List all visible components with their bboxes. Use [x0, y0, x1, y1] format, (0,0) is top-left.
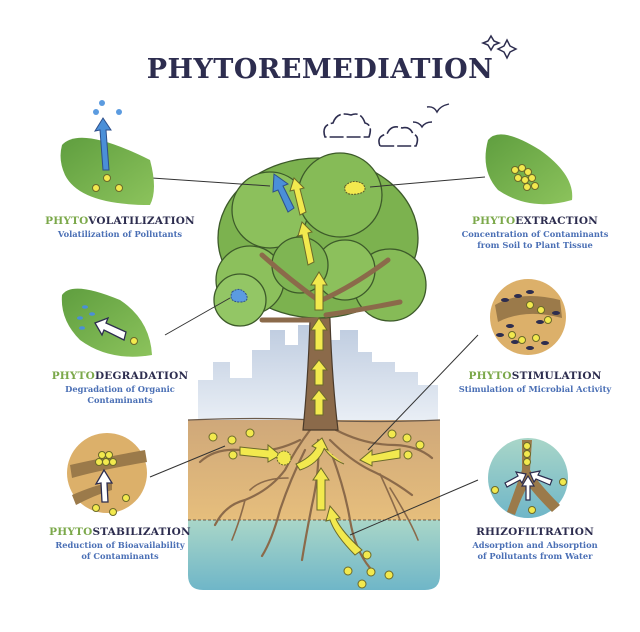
- root-filtration-circle-icon: [488, 438, 568, 518]
- pollutant-dots: [208, 428, 425, 589]
- leaf-with-rising-arrow-icon: [60, 100, 154, 205]
- process-title: PHYTOSTIMULATION: [468, 370, 602, 382]
- page-title: PHYTOREMEDIATION: [146, 54, 494, 85]
- uptake-arrows: [289, 177, 329, 416]
- pollutant-spot-blue: [230, 288, 248, 303]
- pollutant-spot-yellow: [344, 180, 366, 195]
- cloud-icon: [323, 113, 419, 147]
- leader-lines: [149, 176, 486, 536]
- soil-microbes-circle-icon: [490, 279, 566, 355]
- bird-icon: [412, 103, 450, 129]
- tree-branches: [259, 252, 403, 323]
- process-phytoextraction: PHYTOEXTRACTION Concentration of Contami…: [430, 215, 640, 251]
- process-description: Volatilization of Pollutants: [57, 229, 183, 239]
- process-title: PHYTOEXTRACTION: [472, 215, 598, 227]
- volatilization-arrow: [272, 173, 295, 213]
- process-title: RHIZOFILTRATION: [476, 526, 594, 538]
- process-title: PHYTODEGRADATION: [51, 370, 189, 382]
- root-stabilization-circle-icon: [67, 433, 147, 516]
- process-title: PHYTOSTABILIZATION: [49, 526, 191, 538]
- process-description: Stimulation of Microbial Activity: [458, 384, 612, 394]
- soil-arrows: [239, 437, 401, 556]
- process-phytostimulation: PHYTOSTIMULATION Stimulation of Microbia…: [430, 370, 640, 395]
- process-phytostabilization: PHYTOSTABILIZATION Reduction of Bioavail…: [20, 526, 220, 562]
- process-rhizofiltration: RHIZOFILTRATION Adsorption and Absorptio…: [430, 526, 640, 562]
- sparkle-icon: [480, 34, 518, 60]
- process-phytovolatilization: PHYTOVOLATILIZATION Volatilization of Po…: [20, 215, 220, 240]
- process-title: PHYTOVOLATILIZATION: [45, 215, 195, 227]
- leaf-with-degrading-arrow-icon: [61, 288, 152, 357]
- leaf-with-clustered-contaminants-icon: [485, 134, 573, 205]
- tree-canopy: [213, 152, 427, 327]
- tree-roots: [198, 428, 434, 570]
